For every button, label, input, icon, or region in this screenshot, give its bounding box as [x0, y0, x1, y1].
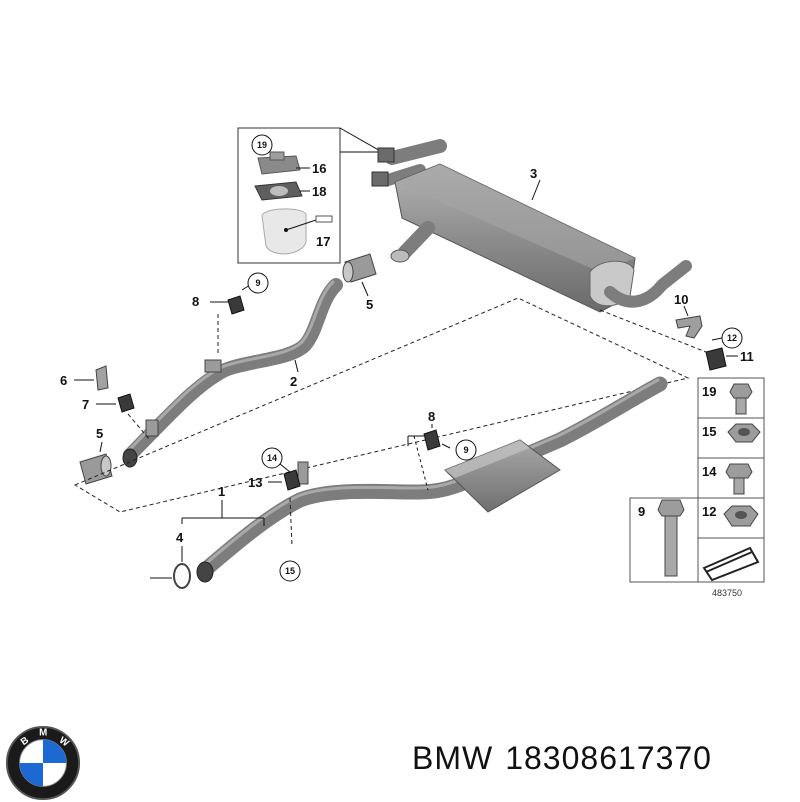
clamp-5-lower: 5 — [79, 426, 113, 485]
callout-18: 18 — [312, 184, 326, 199]
callout-9-upper: 9 — [255, 278, 260, 288]
callout-5-upper: 5 — [366, 297, 373, 312]
bracket-6-group: 6 — [60, 365, 109, 391]
callout-13: 13 — [248, 475, 262, 490]
callout-19: 19 — [257, 140, 267, 150]
hardware-table: 19 15 14 9 12 483750 — [629, 377, 765, 598]
callout-10: 10 — [674, 292, 688, 307]
table-label-9: 9 — [638, 504, 645, 519]
bolt-19-icon — [729, 383, 753, 415]
callout-6: 6 — [60, 373, 67, 388]
callout-12: 12 — [727, 333, 737, 343]
brand-name: BMW — [412, 740, 494, 776]
clamp-4: 4 — [150, 530, 191, 589]
bolt-9-icon — [657, 499, 685, 577]
clamp-5-upper: 5 — [342, 253, 377, 312]
svg-text:M: M — [39, 728, 47, 739]
callout-3: 3 — [530, 166, 537, 181]
table-label-15: 15 — [702, 424, 716, 439]
callout-8-lower: 8 — [428, 409, 435, 424]
reference-number: 483750 — [712, 588, 742, 598]
table-label-12: 12 — [702, 504, 716, 519]
callout-14: 14 — [267, 453, 277, 463]
direction-arrow-icon — [702, 546, 760, 582]
bmw-logo: B M W — [5, 725, 81, 801]
callout-1-group: 1 — [181, 484, 265, 526]
table-label-19: 19 — [702, 384, 716, 399]
callout-5-lower: 5 — [96, 426, 103, 441]
rubber-mount-lower: 8 9 — [407, 409, 477, 461]
inset-gasket-18 — [254, 181, 303, 201]
bolt-14-icon — [725, 463, 753, 495]
detail-inset-box: 19 16 18 17 — [237, 127, 383, 264]
part-number: 18308617370 — [505, 740, 712, 776]
hanger-10-group: 10 11 12 — [599, 292, 754, 371]
callout-11: 11 — [740, 349, 754, 364]
nut-12-icon — [723, 505, 759, 527]
rubber-mount-13: 14 13 15 — [248, 447, 301, 582]
table-label-14: 14 — [702, 464, 717, 479]
callout-4: 4 — [176, 530, 184, 545]
callout-16: 16 — [312, 161, 326, 176]
footer-part-label: BMW 18308617370 — [412, 740, 712, 777]
front-pipe-1 — [196, 376, 668, 583]
callout-17: 17 — [316, 234, 330, 249]
callout-15: 15 — [285, 566, 295, 576]
assembly-dashed-outline — [73, 297, 690, 513]
rubber-mount-7: 7 — [82, 393, 151, 441]
callout-circle-19 — [251, 134, 273, 156]
callout-1: 1 — [218, 484, 225, 499]
inset-sleeve-17 — [261, 208, 333, 255]
rear-muffler: 3 — [371, 139, 692, 313]
callout-7: 7 — [82, 397, 89, 412]
rubber-mount-upper: 9 8 — [192, 272, 269, 354]
nut-15-icon — [727, 423, 761, 443]
callout-8-upper: 8 — [192, 294, 199, 309]
intermediate-pipe-2: 2 — [122, 278, 343, 468]
inset-clamp-16 — [257, 151, 301, 175]
callout-2: 2 — [290, 374, 297, 389]
callout-9-lower: 9 — [463, 445, 468, 455]
